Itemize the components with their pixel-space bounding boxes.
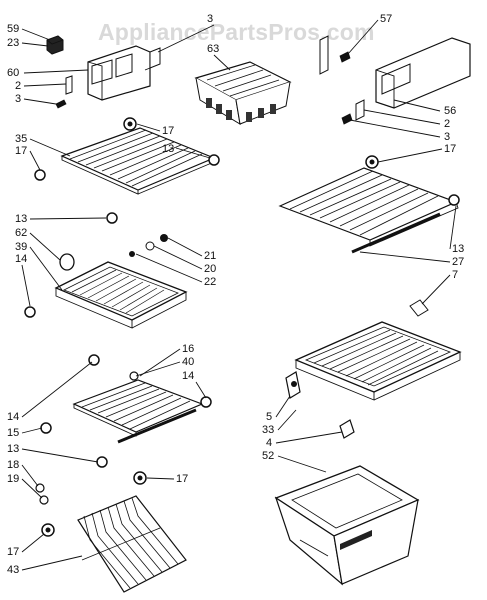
- wire-shelf-upper-left: [34, 117, 220, 195]
- label-4: 4: [266, 437, 272, 449]
- label-17: 17: [162, 125, 174, 137]
- label-3: 3: [444, 131, 450, 143]
- label-33: 33: [262, 424, 274, 436]
- label-27: 27: [452, 256, 464, 268]
- label-52: 52: [262, 450, 274, 462]
- label-17: 17: [444, 143, 456, 155]
- label-16: 16: [182, 343, 194, 355]
- wire-basket-bottom-left: [41, 471, 187, 593]
- label-57: 57: [380, 13, 392, 25]
- label-13: 13: [162, 143, 174, 155]
- label-22: 22: [204, 276, 216, 288]
- label-62: 62: [15, 227, 27, 239]
- label-3: 3: [15, 93, 21, 105]
- ice-cube-tray-part: [194, 61, 292, 125]
- label-18: 18: [7, 459, 19, 471]
- label-7: 7: [452, 269, 458, 281]
- crisper-drawer-bottom-right: [274, 465, 420, 586]
- label-17: 17: [15, 145, 27, 157]
- wire-shelf-right: [278, 155, 460, 317]
- label-59: 59: [7, 23, 19, 35]
- glass-shelf-right: [285, 321, 462, 439]
- watermark: AppliancePartsPros.com: [98, 19, 375, 45]
- right-control-panel-part: [375, 37, 471, 109]
- label-60: 60: [7, 67, 19, 79]
- label-19: 19: [7, 473, 19, 485]
- control-knob-part: [46, 35, 64, 55]
- label-63: 63: [207, 43, 219, 55]
- label-43: 43: [7, 564, 19, 576]
- label-3: 3: [207, 13, 213, 25]
- label-2: 2: [15, 80, 21, 92]
- right-control-housing-group: 57 56 2 3: [319, 13, 471, 143]
- label-39: 39: [15, 241, 27, 253]
- label-17: 17: [176, 473, 188, 485]
- label-5: 5: [266, 411, 272, 423]
- label-17: 17: [7, 546, 19, 558]
- label-40: 40: [182, 356, 194, 368]
- label-35: 35: [15, 133, 27, 145]
- label-2: 2: [444, 118, 450, 130]
- label-20: 20: [204, 263, 216, 275]
- label-14: 14: [15, 253, 27, 265]
- label-13: 13: [15, 213, 27, 225]
- control-housing-group: 59 23 60 2 3 3 63: [7, 13, 292, 125]
- label-21: 21: [204, 250, 216, 262]
- label-13: 13: [7, 443, 19, 455]
- bracket-part-top: [144, 47, 161, 71]
- bracket-part-left: [55, 75, 73, 109]
- right-small-bracket-part: [341, 99, 365, 125]
- label-15: 15: [7, 427, 19, 439]
- glass-shelf-left: [24, 212, 188, 329]
- label-14: 14: [7, 411, 19, 423]
- control-panel-part: [87, 45, 151, 101]
- label-56: 56: [444, 105, 456, 117]
- label-23: 23: [7, 37, 19, 49]
- label-13: 13: [452, 243, 464, 255]
- label-14: 14: [182, 370, 194, 382]
- right-bracket-part: [319, 35, 351, 75]
